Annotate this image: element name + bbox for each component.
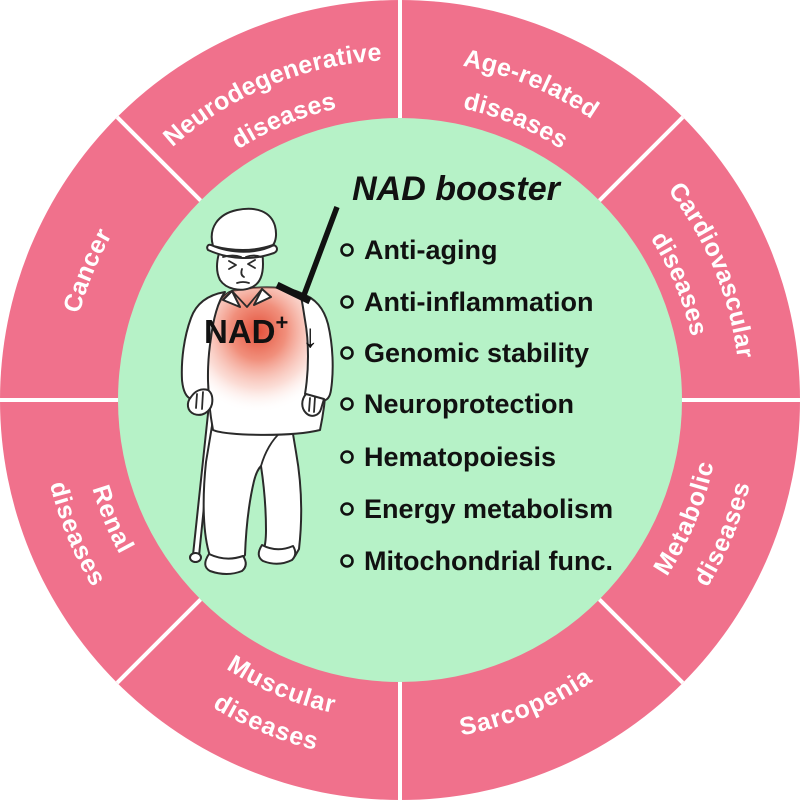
bullet-icon xyxy=(340,295,354,309)
legs xyxy=(202,419,303,575)
benefit-label: Genomic stability xyxy=(364,338,589,368)
benefit-item: Genomic stability xyxy=(340,338,589,368)
benefit-item: Hematopoiesis xyxy=(340,442,556,472)
benefit-item: Neuroprotection xyxy=(340,389,574,419)
collar xyxy=(222,288,272,308)
divider-45deg xyxy=(597,115,685,203)
divider-315deg xyxy=(597,597,685,685)
benefit-item: Anti-aging xyxy=(340,235,497,265)
benefits-list: Anti-aging Anti-inflammation Genomic sta… xyxy=(340,235,613,576)
benefit-item: Energy metabolism xyxy=(340,494,613,524)
right-arm xyxy=(299,292,334,417)
benefit-label: Energy metabolism xyxy=(364,494,613,524)
down-arrow-icon: ↓ xyxy=(302,317,319,354)
diagram-title: NAD booster xyxy=(352,170,562,208)
flat-cap xyxy=(210,207,278,251)
nad-text: NAD+ xyxy=(204,310,288,350)
pointer-line xyxy=(275,206,340,305)
bullet-icon xyxy=(340,450,354,464)
right-shoe xyxy=(257,544,297,565)
benefit-label: Anti-aging xyxy=(364,235,497,265)
benefit-label: Hematopoiesis xyxy=(364,442,556,472)
bullet-icon xyxy=(340,554,354,568)
benefit-label: Anti-inflammation xyxy=(364,287,594,317)
benefit-label: Neuroprotection xyxy=(364,389,574,419)
bullet-icon xyxy=(340,502,354,516)
head xyxy=(206,207,278,291)
nad-decline-label: NAD+ ↓ xyxy=(204,310,319,354)
benefit-item: Mitochondrial func. xyxy=(340,546,613,576)
benefit-label: Mitochondrial func. xyxy=(364,546,613,576)
divider-225deg xyxy=(115,597,203,685)
benefit-item: Anti-inflammation xyxy=(340,287,594,317)
left-shoe xyxy=(204,553,247,575)
bullet-icon xyxy=(340,397,354,411)
bullet-icon xyxy=(340,346,354,360)
left-arm xyxy=(180,291,226,416)
cap-brim xyxy=(206,243,278,260)
bullet-icon xyxy=(340,243,354,257)
face-details xyxy=(222,254,262,284)
divider-135deg xyxy=(115,115,203,203)
